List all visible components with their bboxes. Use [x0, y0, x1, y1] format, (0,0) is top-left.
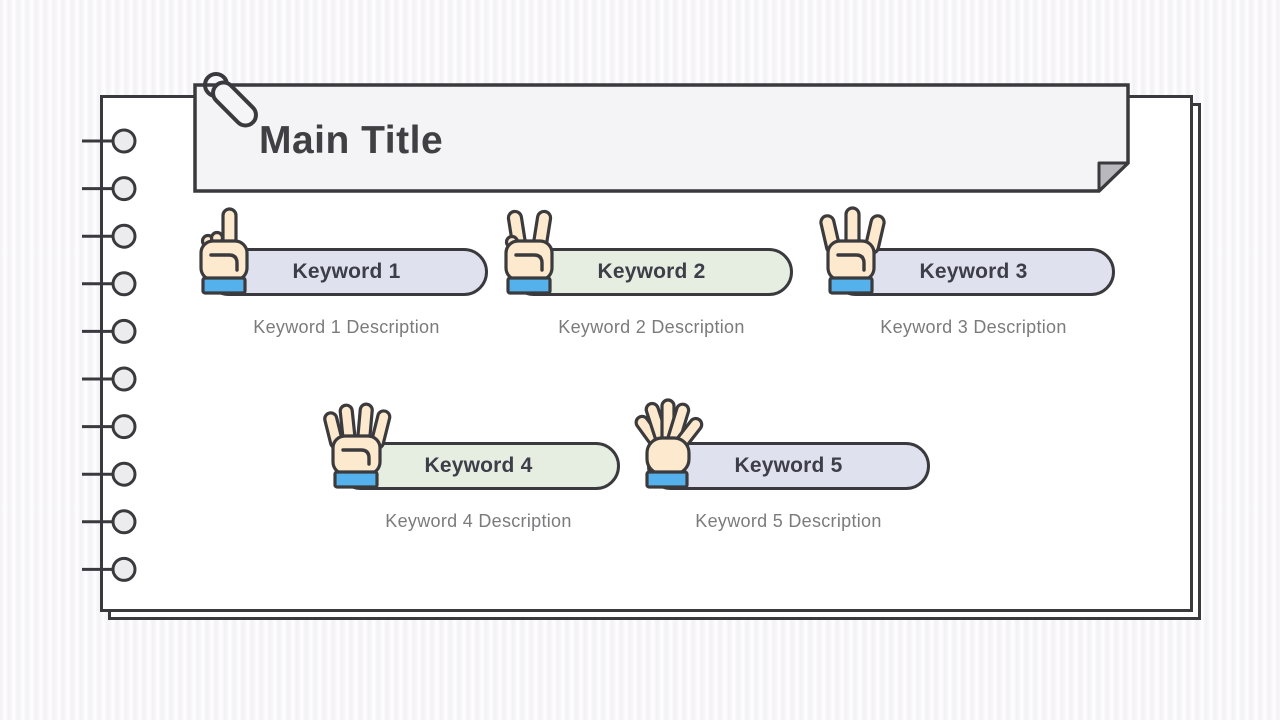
binder-ring — [82, 461, 137, 487]
keyword-description[interactable]: Keyword 3 Description — [880, 317, 1067, 337]
keyword-label[interactable]: Keyword 3 — [919, 260, 1028, 283]
keyword-label[interactable]: Keyword 4 — [424, 454, 533, 477]
keyword-label[interactable]: Keyword 1 — [292, 260, 401, 283]
keyword-pill: Keyword 5 — [634, 398, 930, 490]
binder-ring — [82, 318, 137, 344]
binder-ring — [82, 176, 137, 202]
keyword-description[interactable]: Keyword 2 Description — [558, 317, 745, 337]
hand-one-icon — [199, 207, 249, 295]
title-banner — [191, 81, 1132, 195]
hand-three-icon — [819, 206, 886, 295]
keyword-pill: Keyword 3 — [819, 206, 1115, 296]
keyword-pill: Keyword 2 — [504, 209, 793, 296]
keyword-label[interactable]: Keyword 2 — [597, 260, 706, 283]
binder-ring — [82, 509, 137, 535]
keyword-item: Keyword 3 Keyword 3 Description — [819, 206, 1115, 338]
page-title[interactable]: Main Title — [259, 119, 444, 162]
binder-ring — [82, 128, 137, 154]
hand-five-icon — [634, 398, 704, 489]
binder-ring — [82, 556, 137, 582]
spiral-binding — [82, 128, 137, 582]
keyword-description[interactable]: Keyword 1 Description — [253, 317, 440, 337]
keyword-description[interactable]: Keyword 5 Description — [695, 511, 882, 531]
binder-ring — [82, 366, 137, 392]
keyword-pill: Keyword 4 — [323, 402, 620, 490]
keyword-label[interactable]: Keyword 5 — [734, 454, 843, 477]
paperclip-icon — [203, 72, 258, 128]
hand-two-icon — [504, 209, 554, 295]
binder-ring — [82, 271, 137, 297]
hand-four-icon — [323, 402, 392, 489]
binder-ring — [82, 223, 137, 249]
binder-ring — [82, 414, 137, 440]
keyword-item: Keyword 2 Keyword 2 Description — [504, 209, 793, 338]
keyword-description[interactable]: Keyword 4 Description — [385, 511, 572, 531]
banner-fold-corner — [1097, 161, 1130, 193]
keyword-item: Keyword 4 Keyword 4 Description — [323, 402, 620, 532]
keyword-item: Keyword 5 Keyword 5 Description — [634, 398, 930, 532]
keyword-item: Keyword 1 Keyword 1 Description — [199, 207, 488, 338]
keyword-pill: Keyword 1 — [199, 207, 488, 296]
